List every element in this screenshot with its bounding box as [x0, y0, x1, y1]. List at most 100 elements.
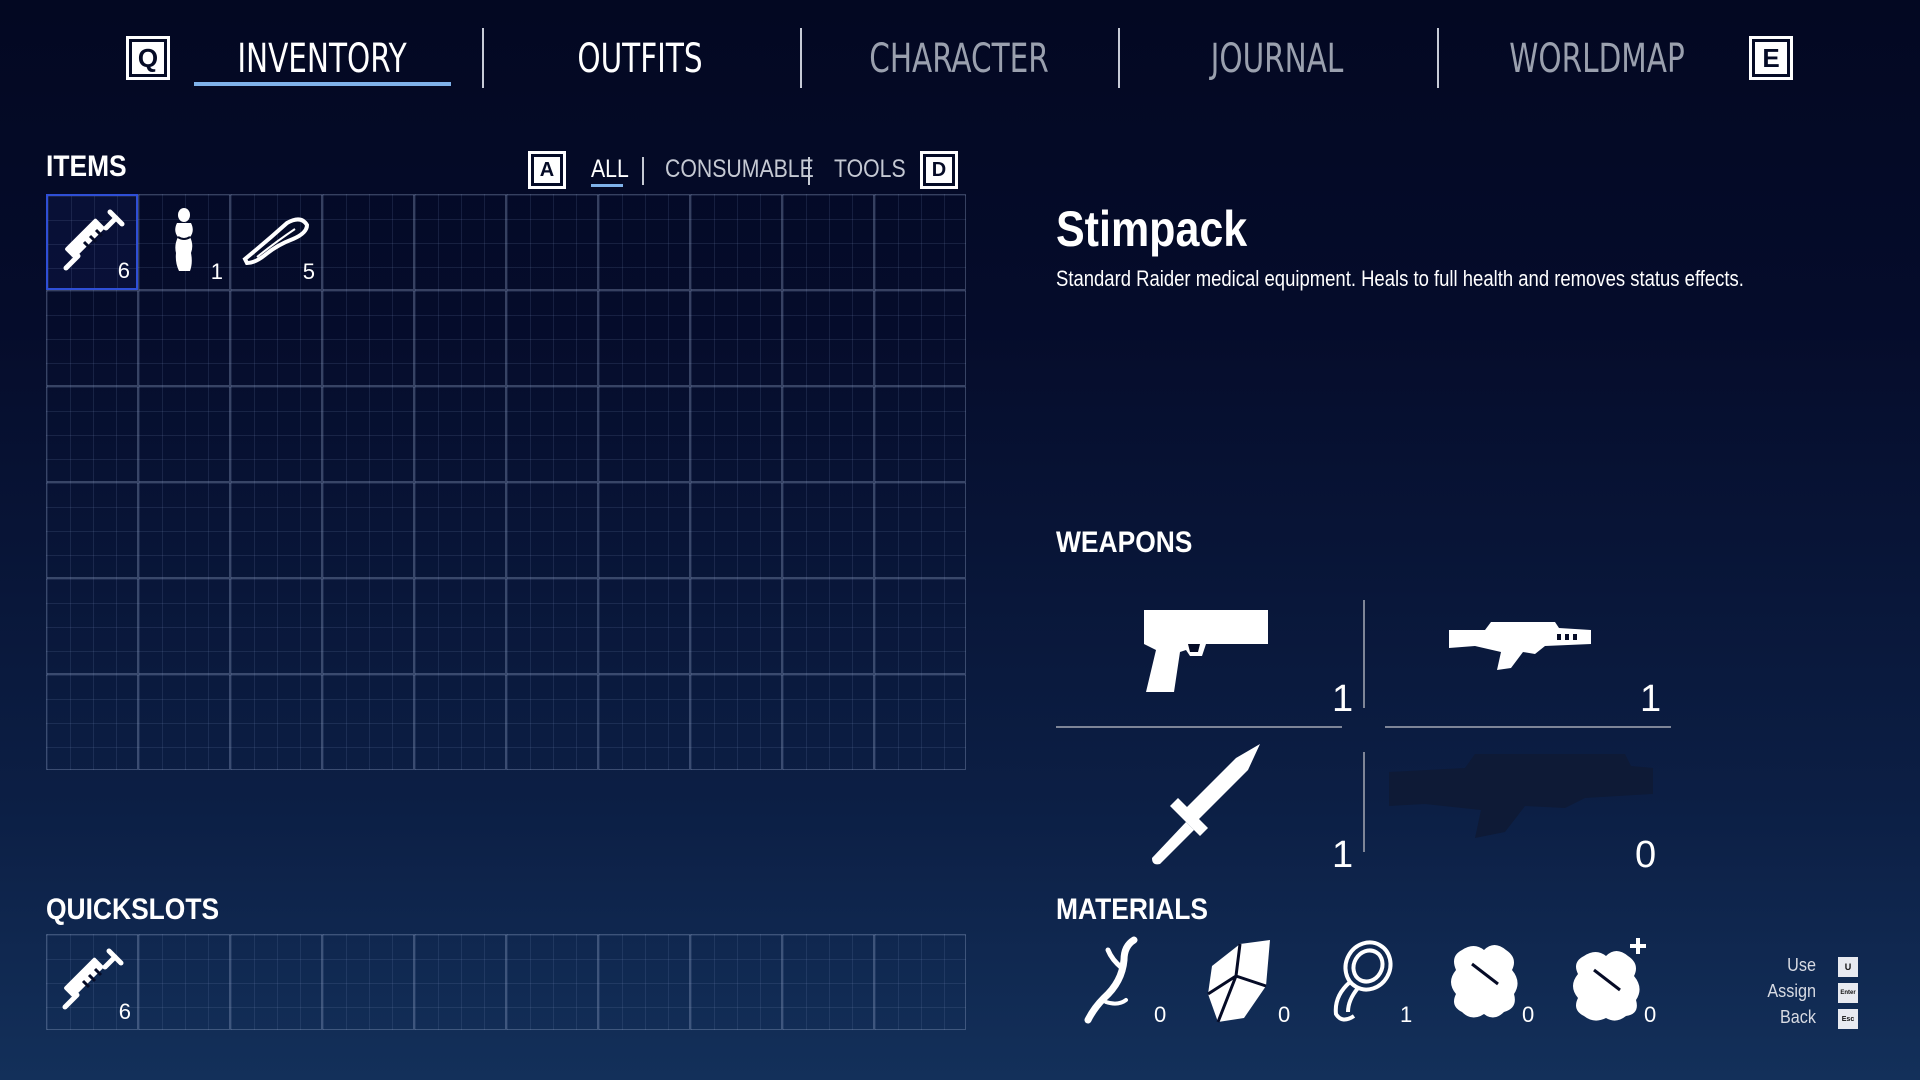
empty-item-slot[interactable] — [690, 578, 782, 674]
empty-item-slot[interactable] — [322, 386, 414, 482]
empty-quickslot[interactable] — [598, 934, 690, 1030]
empty-item-slot[interactable] — [230, 482, 322, 578]
empty-item-slot[interactable] — [874, 674, 966, 770]
empty-item-slot[interactable] — [874, 290, 966, 386]
empty-item-slot[interactable] — [322, 578, 414, 674]
material-slot-hide[interactable]: 0 — [1444, 936, 1544, 1028]
weapon-slot-pistol[interactable]: 1 — [1056, 590, 1353, 730]
empty-quickslot[interactable] — [506, 934, 598, 1030]
empty-item-slot[interactable] — [598, 290, 690, 386]
empty-item-slot[interactable] — [138, 290, 230, 386]
empty-item-slot[interactable] — [230, 290, 322, 386]
tab-worldmap[interactable]: WORLDMAP — [1509, 36, 1685, 82]
empty-item-slot[interactable] — [414, 194, 506, 290]
empty-item-slot[interactable] — [874, 482, 966, 578]
empty-item-slot[interactable] — [322, 674, 414, 770]
empty-item-slot[interactable] — [506, 482, 598, 578]
empty-item-slot[interactable] — [414, 578, 506, 674]
empty-item-slot[interactable] — [690, 674, 782, 770]
empty-item-slot[interactable] — [782, 674, 874, 770]
empty-item-slot[interactable] — [690, 290, 782, 386]
empty-item-slot[interactable] — [230, 578, 322, 674]
hint-back-key: Esc — [1838, 1009, 1858, 1029]
empty-item-slot[interactable] — [138, 578, 230, 674]
empty-item-slot[interactable] — [414, 386, 506, 482]
heavy-rifle-icon — [1389, 754, 1653, 838]
empty-item-slot[interactable] — [230, 674, 322, 770]
empty-item-slot[interactable] — [506, 194, 598, 290]
material-slot-rope[interactable]: 1 — [1322, 936, 1422, 1028]
filter-next-key[interactable]: D — [920, 151, 958, 189]
empty-item-slot[interactable] — [506, 578, 598, 674]
item-slot-stimpack[interactable]: 6 — [46, 194, 138, 290]
empty-item-slot[interactable] — [874, 194, 966, 290]
empty-item-slot[interactable] — [414, 290, 506, 386]
empty-item-slot[interactable] — [46, 386, 138, 482]
empty-item-slot[interactable] — [690, 194, 782, 290]
empty-item-slot[interactable] — [46, 578, 138, 674]
filter-consumable[interactable]: CONSUMABLE — [665, 155, 814, 183]
empty-item-slot[interactable] — [506, 290, 598, 386]
empty-item-slot[interactable] — [506, 386, 598, 482]
empty-item-slot[interactable] — [322, 290, 414, 386]
empty-item-slot[interactable] — [506, 674, 598, 770]
item-slot-bandage[interactable]: 5 — [230, 194, 322, 290]
empty-item-slot[interactable] — [46, 482, 138, 578]
empty-item-slot[interactable] — [874, 386, 966, 482]
weapon-slot-rifle[interactable]: 1 — [1385, 590, 1675, 730]
filter-tools[interactable]: TOOLS — [834, 155, 906, 183]
empty-item-slot[interactable] — [46, 674, 138, 770]
empty-item-slot[interactable] — [782, 194, 874, 290]
material-slot-hide-plus[interactable]: 0 — [1566, 936, 1666, 1028]
empty-quickslot[interactable] — [874, 934, 966, 1030]
empty-item-slot[interactable] — [598, 482, 690, 578]
empty-quickslot[interactable] — [414, 934, 506, 1030]
empty-item-slot[interactable] — [782, 578, 874, 674]
empty-item-slot[interactable] — [690, 386, 782, 482]
nav-prev-key[interactable]: Q — [126, 36, 170, 80]
empty-item-slot[interactable] — [782, 290, 874, 386]
nav-next-key[interactable]: E — [1749, 36, 1793, 80]
empty-item-slot[interactable] — [230, 386, 322, 482]
tab-inventory[interactable]: INVENTORY — [237, 36, 407, 82]
material-slot-branch[interactable]: 0 — [1076, 936, 1176, 1028]
weapons-divider — [1363, 600, 1365, 708]
empty-item-slot[interactable] — [138, 674, 230, 770]
empty-item-slot[interactable] — [414, 674, 506, 770]
empty-item-slot[interactable] — [598, 578, 690, 674]
item-count: 1 — [210, 259, 223, 284]
item-description: Standard Raider medical equipment. Heals… — [1056, 266, 1744, 291]
empty-item-slot[interactable] — [138, 386, 230, 482]
item-slot-figurine[interactable]: 1 — [138, 194, 230, 290]
empty-item-slot[interactable] — [46, 290, 138, 386]
material-slot-crystal[interactable]: 0 — [1200, 936, 1300, 1028]
quickslot-1[interactable]: 6 — [46, 934, 138, 1030]
filter-all[interactable]: ALL — [591, 155, 629, 183]
weapon-slot-heavy-rifle[interactable]: 0 — [1385, 738, 1675, 878]
empty-item-slot[interactable] — [322, 482, 414, 578]
empty-item-slot[interactable] — [138, 482, 230, 578]
empty-item-slot[interactable] — [690, 482, 782, 578]
empty-item-slot[interactable] — [782, 482, 874, 578]
empty-item-slot[interactable] — [414, 482, 506, 578]
empty-quickslot[interactable] — [230, 934, 322, 1030]
empty-item-slot[interactable] — [782, 386, 874, 482]
empty-item-slot[interactable] — [598, 674, 690, 770]
filter-prev-key[interactable]: A — [528, 151, 566, 189]
nav-divider — [1118, 28, 1120, 88]
hide-icon — [1451, 945, 1518, 1018]
tab-character[interactable]: CHARACTER — [869, 36, 1049, 82]
empty-quickslot[interactable] — [138, 934, 230, 1030]
nav-divider — [482, 28, 484, 88]
empty-quickslot[interactable] — [322, 934, 414, 1030]
weapon-count: 1 — [1640, 678, 1662, 720]
empty-item-slot[interactable] — [874, 578, 966, 674]
empty-quickslot[interactable] — [690, 934, 782, 1030]
empty-quickslot[interactable] — [782, 934, 874, 1030]
empty-item-slot[interactable] — [598, 194, 690, 290]
empty-item-slot[interactable] — [322, 194, 414, 290]
weapon-slot-sword[interactable]: 1 — [1056, 738, 1353, 878]
tab-journal[interactable]: JOURNAL — [1210, 36, 1344, 82]
tab-outfits[interactable]: OUTFITS — [577, 36, 703, 82]
empty-item-slot[interactable] — [598, 386, 690, 482]
